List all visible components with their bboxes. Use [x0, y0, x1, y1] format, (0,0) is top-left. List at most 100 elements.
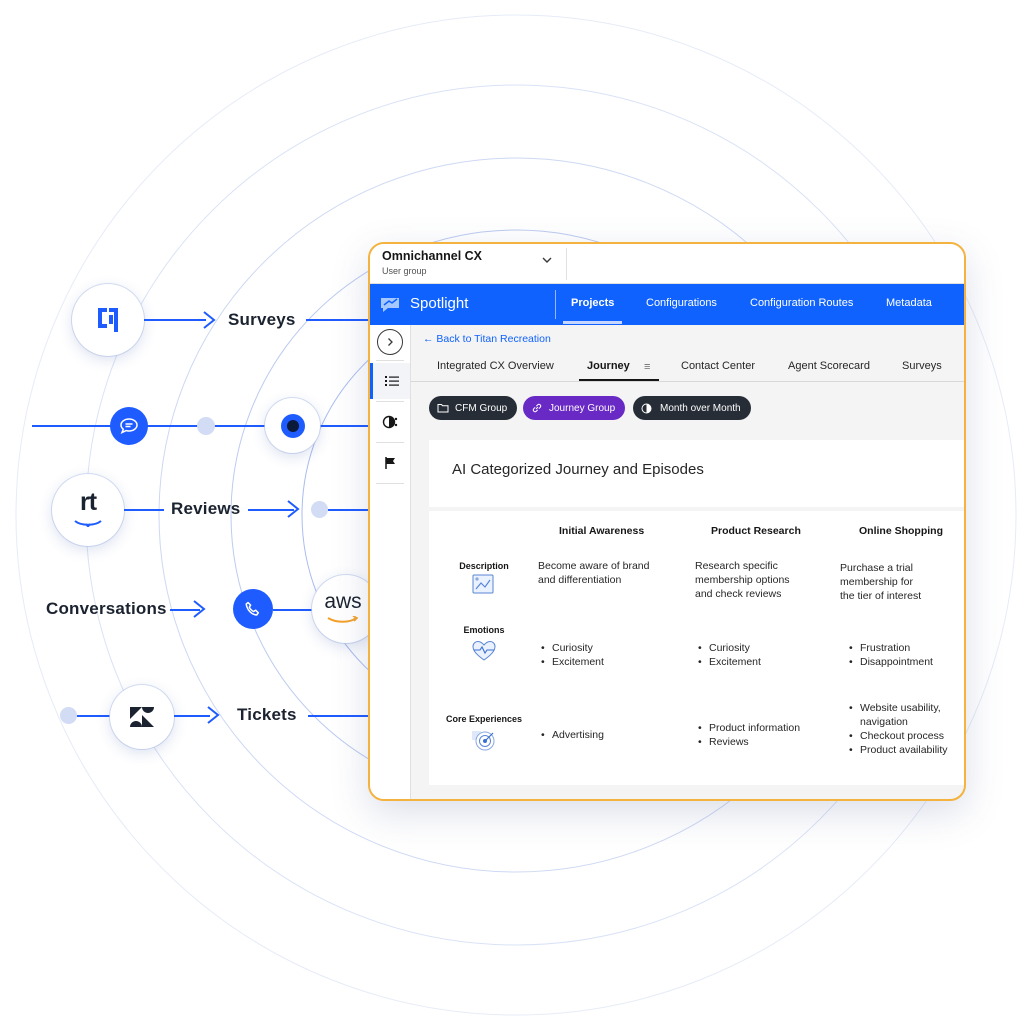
- row-label-description: Description: [459, 561, 509, 571]
- divider: [566, 248, 567, 280]
- journey-card-header: AI Categorized Journey and Episodes: [429, 440, 964, 507]
- sidebar-item-list[interactable]: [370, 363, 410, 399]
- divider: [376, 401, 404, 402]
- record-dot-icon: [280, 413, 305, 438]
- column-header: Product Research: [711, 525, 801, 537]
- target-icon: [472, 731, 495, 751]
- chip-cfm-group[interactable]: CFM Group: [429, 396, 518, 420]
- qualtrics-logo-icon: [98, 308, 118, 332]
- connector-line: [124, 509, 164, 511]
- list-icon: [384, 376, 399, 386]
- arrow-right-icon: [203, 311, 216, 329]
- arrow-right-icon: [287, 500, 300, 518]
- ring-dot: [60, 707, 77, 724]
- sidebar-expand-button[interactable]: [377, 329, 403, 355]
- column-header: Online Shopping: [859, 525, 943, 537]
- live-channel-node[interactable]: [265, 398, 320, 453]
- divider: [376, 442, 404, 443]
- ring-dot: [311, 501, 328, 518]
- brand-name[interactable]: Spotlight: [410, 295, 469, 312]
- zendesk-logo-icon: [130, 707, 154, 727]
- chat-channel-node[interactable]: [110, 407, 148, 445]
- chip-month-over-month[interactable]: Month over Month: [633, 396, 751, 420]
- nav-configurations[interactable]: Configurations: [646, 297, 717, 309]
- table-cell: CuriosityExcitement: [538, 641, 604, 669]
- reviewtrackers-source-node[interactable]: rt: [52, 474, 124, 546]
- journey-table: Initial Awareness Product Research Onlin…: [429, 511, 964, 785]
- main-content: ← Back to Titan Recreation Integrated CX…: [411, 325, 964, 799]
- row-label-emotions: Emotions: [463, 625, 505, 635]
- chip-label: Month over Month: [660, 402, 741, 414]
- phone-icon: [245, 601, 260, 616]
- phone-channel-node[interactable]: [233, 589, 273, 629]
- chevron-down-icon[interactable]: [540, 253, 554, 267]
- qualtrics-source-node[interactable]: [72, 284, 144, 356]
- heart-pulse-icon: [472, 640, 496, 661]
- aws-logo-icon: aws: [324, 591, 362, 628]
- tab-bar: Integrated CX Overview Journey ≡ Contact…: [411, 352, 964, 382]
- rt-logo-icon: rt: [73, 489, 103, 531]
- channel-label-surveys: Surveys: [228, 310, 296, 329]
- ring-dot: [197, 417, 215, 435]
- connector-line: [306, 319, 370, 321]
- nav-configuration-routes[interactable]: Configuration Routes: [750, 297, 854, 309]
- back-link[interactable]: ← Back to Titan Recreation: [423, 333, 551, 345]
- tab-surveys[interactable]: Surveys: [902, 360, 942, 372]
- connector-line: [273, 609, 313, 611]
- row-label-core-experiences: Core Experiences: [445, 714, 523, 724]
- channel-label-conversations: Conversations: [46, 599, 167, 618]
- group-header: Omnichannel CX User group: [370, 244, 964, 284]
- sidebar-item-insights[interactable]: [370, 404, 410, 440]
- chip-journey-group[interactable]: Journey Group: [523, 396, 626, 420]
- connector-line: [170, 609, 200, 611]
- table-cell: FrustrationDisappointment: [846, 641, 933, 669]
- channel-label-tickets: Tickets: [237, 705, 297, 724]
- flag-icon: [385, 457, 395, 469]
- tab-integrated-cx-overview[interactable]: Integrated CX Overview: [437, 360, 554, 372]
- spotlight-logo-icon: [381, 298, 399, 312]
- connector-line: [328, 509, 370, 511]
- chat-bubble-icon: [120, 418, 138, 434]
- active-tab-indicator: [579, 379, 659, 381]
- journey-map-icon: [472, 574, 494, 594]
- channel-label-reviews: Reviews: [171, 499, 241, 518]
- nav-metadata[interactable]: Metadata: [886, 297, 932, 309]
- link-icon: [532, 403, 542, 413]
- folder-icon: [437, 404, 449, 413]
- table-cell: Website usability,navigation Checkout pr…: [846, 701, 948, 757]
- spotlight-app-window: Omnichannel CX User group Spotlight Proj…: [368, 242, 966, 801]
- toggle-icon: [641, 403, 652, 413]
- active-nav-indicator: [563, 321, 622, 324]
- group-subtitle: User group: [382, 266, 427, 276]
- tab-menu-icon[interactable]: ≡: [644, 361, 651, 373]
- connector-line: [77, 715, 113, 717]
- group-title: Omnichannel CX: [382, 249, 483, 263]
- chip-label: CFM Group: [455, 402, 508, 414]
- tab-agent-scorecard[interactable]: Agent Scorecard: [788, 360, 870, 372]
- table-cell: CuriosityExcitement: [695, 641, 761, 669]
- connector-line: [248, 509, 294, 511]
- connector-line: [144, 319, 206, 321]
- card-title: AI Categorized Journey and Episodes: [452, 461, 704, 478]
- insights-toggle-icon: [382, 415, 398, 429]
- nav-projects[interactable]: Projects: [571, 297, 615, 309]
- left-sidebar: [370, 325, 411, 799]
- chevron-right-icon: [388, 338, 393, 346]
- arrow-right-icon: [193, 600, 206, 618]
- table-cell: Product informationReviews: [695, 721, 800, 749]
- sidebar-item-flag[interactable]: [370, 445, 410, 481]
- divider: [376, 360, 404, 361]
- zendesk-source-node[interactable]: [110, 685, 174, 749]
- tab-journey[interactable]: Journey: [587, 360, 630, 372]
- tab-contact-center[interactable]: Contact Center: [681, 360, 755, 372]
- arrow-right-icon: [207, 706, 220, 724]
- connector-line: [308, 715, 370, 717]
- chip-label: Journey Group: [549, 402, 616, 414]
- column-header: Initial Awareness: [559, 525, 645, 537]
- top-navbar: Spotlight Projects Configurations Config…: [370, 284, 964, 325]
- connector-line: [174, 715, 210, 717]
- table-cell: Advertising: [538, 728, 604, 742]
